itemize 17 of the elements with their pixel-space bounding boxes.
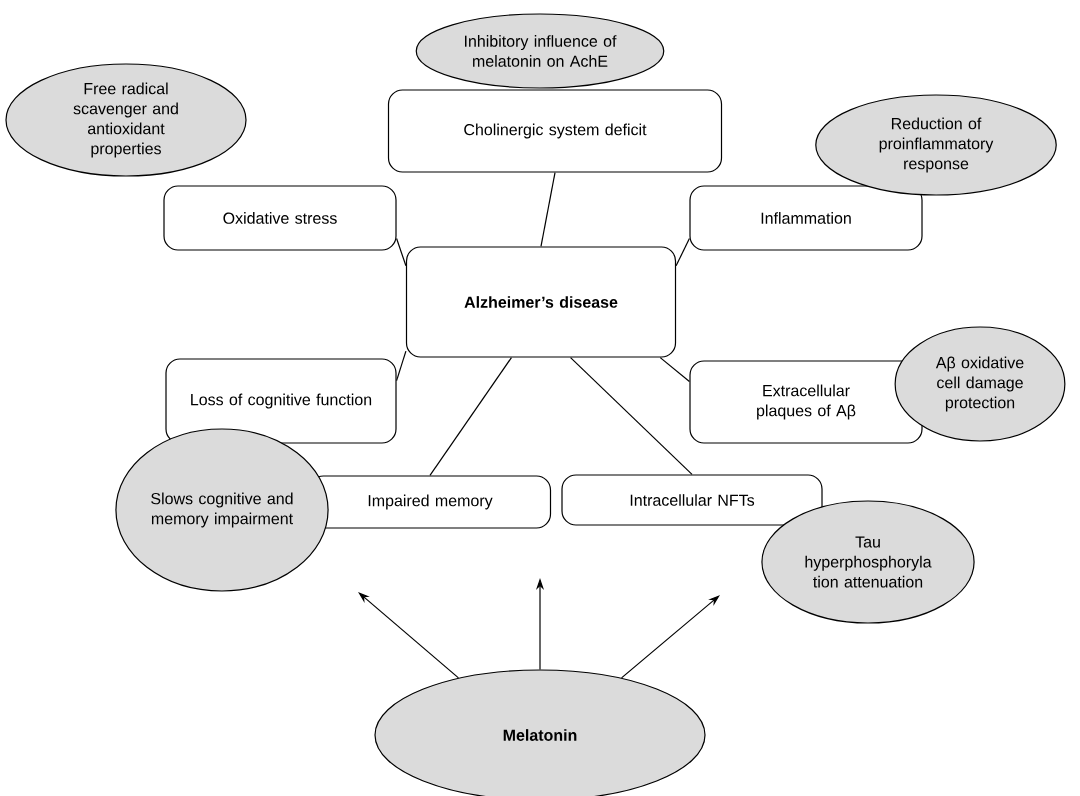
process-box: Extracellular plaques of Aβ — [689, 360, 923, 444]
process-box: Alzheimer’s disease — [405, 246, 677, 358]
process-box: Intracellular NFTs — [561, 474, 823, 526]
process-box: Loss of cognitive function — [165, 358, 397, 444]
connector-line — [569, 357, 693, 475]
connector-line — [396, 237, 407, 267]
connector-line — [540, 172, 556, 247]
process-box: Cholinergic system deficit — [387, 89, 723, 173]
arrow — [620, 595, 720, 679]
arrow — [358, 592, 460, 679]
process-box: Oxidative stress — [163, 185, 397, 251]
process-box: Inflammation — [689, 185, 923, 251]
connector-line — [659, 357, 690, 383]
process-box: Impaired memory — [308, 475, 552, 529]
connector-line — [675, 237, 690, 267]
connector-line — [396, 350, 407, 382]
connector-line — [429, 357, 513, 476]
